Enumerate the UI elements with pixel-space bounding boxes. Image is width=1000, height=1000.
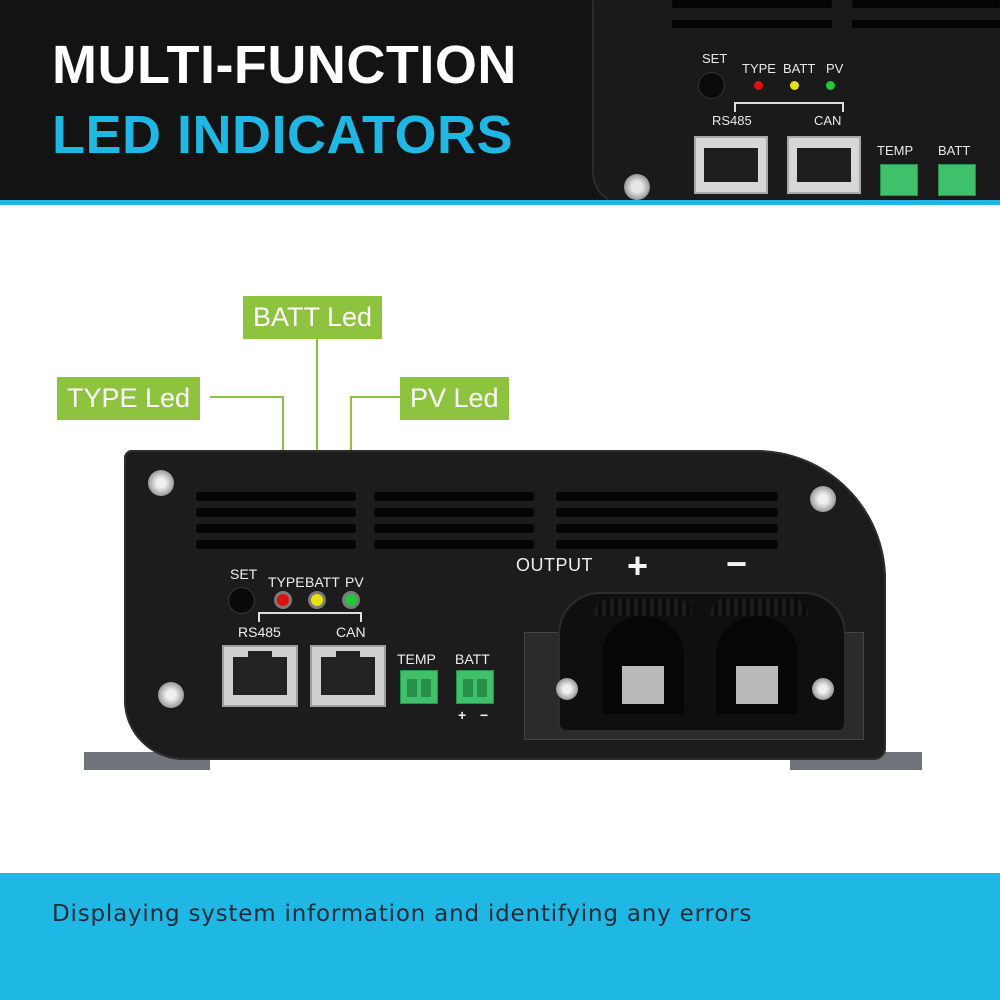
output-minus-sign: − [726, 543, 748, 584]
output-pin-negative [736, 666, 778, 704]
type-label: TYPE [268, 574, 305, 590]
pv-leader-horizontal [350, 396, 402, 398]
can-label: CAN [336, 624, 366, 640]
terminal-slot [421, 679, 431, 697]
terminal-slot [477, 679, 487, 697]
header-batt-label: BATT [783, 61, 816, 76]
output-pin-positive [622, 666, 664, 704]
rs485-label: RS485 [238, 624, 281, 640]
header-port-bracket [734, 102, 844, 112]
temp-label: TEMP [397, 651, 436, 667]
output-label: OUTPUT [516, 555, 593, 575]
header-rs485-label: RS485 [712, 113, 752, 128]
batt-minus-sign: − [480, 707, 489, 723]
header-vent [852, 20, 1000, 28]
pv-led-callout: PV Led [400, 377, 509, 420]
header-batt-terminal [938, 164, 976, 196]
title-line-1: MULTI-FUNCTION [52, 35, 517, 95]
batt-label: BATT [305, 574, 340, 590]
vent-slot [374, 508, 534, 517]
header-screw [624, 174, 650, 200]
pv-led [342, 591, 360, 609]
batt-terminal[interactable] [456, 670, 494, 704]
set-button[interactable] [228, 587, 255, 614]
screw [810, 486, 836, 512]
header-accent-stripe [0, 200, 1000, 205]
vent-slot [374, 540, 534, 549]
terminal-slot [407, 679, 417, 697]
header-batt-led [790, 81, 799, 90]
header-rs485-port [694, 136, 768, 194]
batt-led-callout: BATT Led [243, 296, 383, 339]
screw [556, 678, 578, 700]
vent-slot [556, 492, 778, 501]
rs485-port[interactable] [222, 645, 298, 707]
vent-slot [196, 540, 356, 549]
header-pv-led [826, 81, 835, 90]
terminal-slot [463, 679, 473, 697]
output-knob-negative [710, 598, 808, 616]
header-type-label: TYPE [742, 61, 776, 76]
header-banner: SET TYPE BATT PV RS485 CAN TEMP BATT MUL… [0, 0, 1000, 200]
header-vent [672, 0, 832, 8]
header-can-port [787, 136, 861, 194]
header-batt-terminal-label: BATT [938, 143, 971, 158]
type-leader-horizontal [210, 396, 284, 398]
batt-terminal-label: BATT [455, 651, 490, 667]
can-port[interactable] [310, 645, 386, 707]
header-temp-terminal [880, 164, 918, 196]
output-knob-positive [594, 598, 692, 616]
type-led [274, 591, 292, 609]
footer-banner [0, 873, 1000, 1000]
header-set-label: SET [702, 51, 728, 66]
header-type-led [754, 81, 763, 90]
screw [148, 470, 174, 496]
vent-slot [556, 540, 778, 549]
header-can-label: CAN [814, 113, 842, 128]
screw [812, 678, 834, 700]
header-set-button [698, 72, 725, 99]
vent-slot [556, 508, 778, 517]
batt-led [308, 591, 326, 609]
header-vent [852, 0, 1000, 8]
title-line-2: LED INDICATORS [52, 105, 514, 165]
batt-plus-sign: + [458, 707, 467, 723]
header-pv-label: PV [826, 61, 844, 76]
vent-slot [374, 524, 534, 533]
port-bracket [258, 612, 362, 622]
temp-terminal[interactable] [400, 670, 438, 704]
header-vent [672, 20, 832, 28]
footer-caption: Displaying system information and identi… [52, 901, 753, 927]
vent-slot [196, 508, 356, 517]
pv-label: PV [345, 574, 364, 590]
output-plus-sign: + [627, 545, 649, 586]
vent-slot [196, 492, 356, 501]
type-led-callout: TYPE Led [57, 377, 201, 420]
vent-slot [196, 524, 356, 533]
set-label: SET [230, 566, 258, 582]
vent-slot [374, 492, 534, 501]
header-temp-label: TEMP [877, 143, 914, 158]
screw [158, 682, 184, 708]
vent-slot [556, 524, 778, 533]
